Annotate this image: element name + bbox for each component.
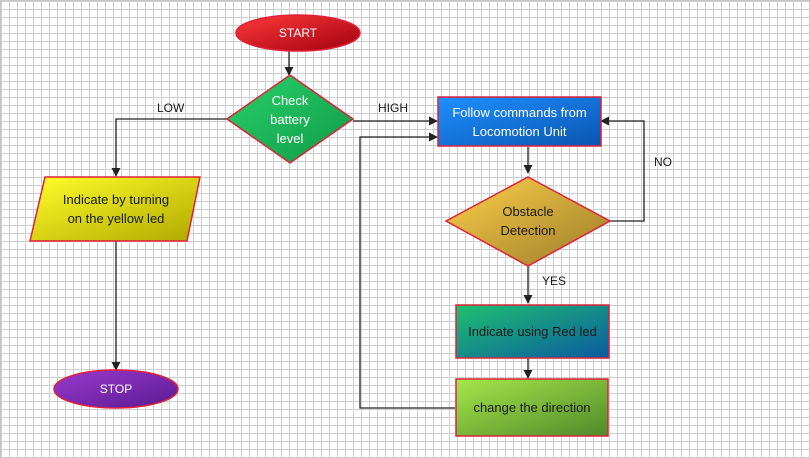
obstacle-decision[interactable] [444,176,612,267]
yellow-led-io[interactable] [29,176,201,242]
change-direction-process[interactable] [455,378,609,437]
edge-label-low: LOW [157,101,185,115]
follow-commands-process[interactable] [437,96,602,147]
arrow-no-loop [600,116,645,222]
start-terminator[interactable] [235,14,361,52]
edge-label-no: NO [654,155,672,169]
red-led-process[interactable] [455,304,610,359]
stop-terminator[interactable] [53,369,179,409]
edge-label-yes: YES [542,274,567,288]
arrow-direction-loop [359,132,455,409]
arrow-low-to-yellow [111,118,229,177]
edge-label-high: HIGH [378,101,408,115]
check-battery-decision[interactable] [225,74,355,164]
